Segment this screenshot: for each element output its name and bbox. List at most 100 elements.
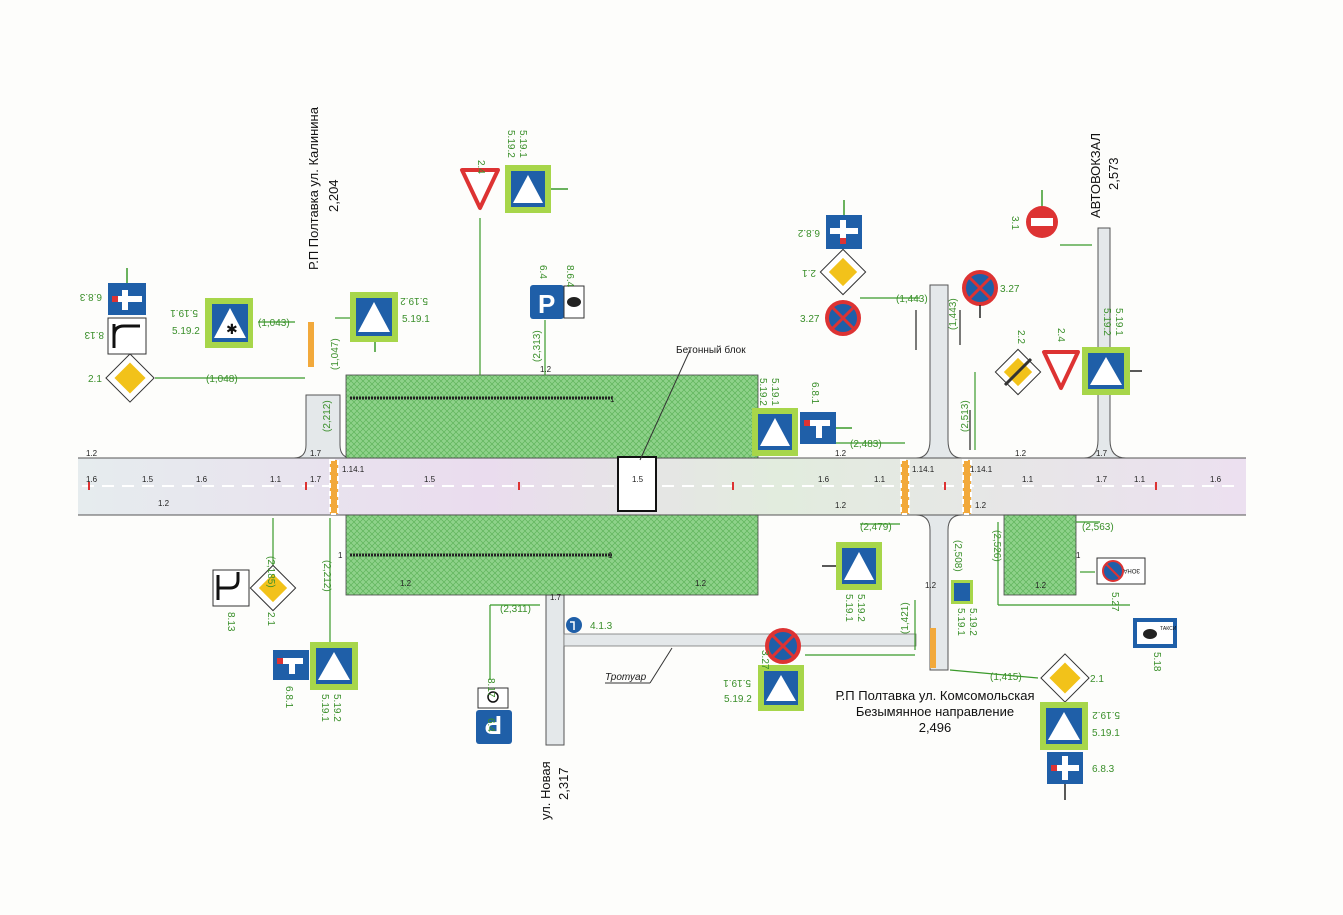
svg-text:1.7: 1.7 [550,593,562,602]
svg-text:1: 1 [610,395,615,404]
svg-text:3.1: 3.1 [1009,216,1020,230]
svg-text:8.13: 8.13 [84,329,104,340]
svg-text:5.19.1: 5.19.1 [1092,728,1120,739]
svg-text:1.5: 1.5 [424,475,436,484]
sign-2-1-southeast [1040,653,1090,703]
svg-text:5.19.1: 5.19.1 [170,307,198,318]
svg-text:1.1: 1.1 [1134,475,1146,484]
svg-text:5.19.2: 5.19.2 [505,130,516,158]
sign-8-13-southwest [212,569,250,607]
concrete-block-leader [639,349,691,461]
crosswalk-east [962,459,972,515]
distance-labels: (1,043) (1,047) (1,048) (2,212) (2,185) … [206,294,1114,683]
svg-text:3.27: 3.27 [800,314,820,325]
svg-text:(2,185): (2,185) [265,556,276,588]
svg-text:2.4: 2.4 [475,160,486,174]
svg-text:1.7: 1.7 [1096,475,1108,484]
sign-6-8-3-west [108,268,146,315]
label-concrete-block: Бетонный блок [676,344,746,356]
svg-text:4.1.3: 4.1.3 [590,621,613,632]
svg-text:1.2: 1.2 [400,579,412,588]
svg-text:8.17: 8.17 [485,678,496,698]
svg-text:(1,421): (1,421) [900,602,911,634]
svg-text:1.1: 1.1 [874,475,886,484]
svg-text:5.18: 5.18 [1151,652,1162,672]
place-novaya-name: ул. Новая [538,761,553,820]
place-kalinina-km: 2,204 [326,179,341,212]
svg-text:5.19.1: 5.19.1 [517,130,528,158]
sign-6-8-1-south [273,650,309,680]
svg-text:1.5: 1.5 [632,475,644,484]
sign-8-17-south [477,687,509,709]
place-kalinina-name: Р.П Полтавка ул. Калинина [306,106,321,270]
svg-text:5.19.2: 5.19.2 [724,694,752,705]
svg-text:3.27: 3.27 [759,650,770,670]
sign-6-4-south: P [476,710,512,744]
svg-text:(2,311): (2,311) [500,604,531,615]
svg-text:1.14.1: 1.14.1 [912,465,935,474]
sign-3-1 [1026,190,1058,238]
sign-4-1-3 [566,617,582,633]
concrete-block [617,456,657,512]
sign-5-19-1-south [310,642,358,690]
svg-text:(2,483): (2,483) [850,439,882,450]
sign-5-19-2-small [951,580,973,604]
svg-text:(2,563): (2,563) [1082,522,1114,533]
svg-text:5.19.1: 5.19.1 [769,378,780,406]
svg-text:6.8.1: 6.8.1 [809,382,820,405]
sign-2-4-east [1042,350,1080,390]
svg-text:5.19.1: 5.19.1 [319,694,330,722]
crosswalk-komsomolskaya [930,628,936,668]
svg-text:1.2: 1.2 [1035,581,1047,590]
svg-text:1.7: 1.7 [1096,449,1108,458]
svg-text:6.8.3: 6.8.3 [79,291,102,302]
place-novaya-km: 2,317 [556,767,571,800]
svg-text:(1,443): (1,443) [896,294,928,305]
sign-5-19-1-kalinina-right [350,292,398,352]
place-komsomolskaya-name: Р.П Полтавка ул. Комсомольская [835,688,1034,703]
svg-text:1.6: 1.6 [818,475,830,484]
svg-text:ЗОНА: ЗОНА [1123,567,1140,573]
road-marking-labels: 1.2 1.6 1.5 1.6 1.1 1.7 1.2 1.7 1.14.1 1… [86,365,1222,602]
sign-2-1-upper [819,248,867,296]
sign-code-labels: 2.1 8.13 6.8.3 5.19.1 5.19.2 5.19.2 5.19… [79,130,1162,775]
svg-text:ТАКСИ: ТАКСИ [1160,626,1177,632]
sign-3-27-south [765,628,801,664]
svg-text:5.19.1: 5.19.1 [402,314,430,325]
svg-text:1.2: 1.2 [695,579,707,588]
svg-text:(2,313): (2,313) [532,330,543,362]
svg-text:(2,212): (2,212) [321,560,332,592]
svg-text:5.19.2: 5.19.2 [172,326,200,337]
svg-text:2.1: 2.1 [1090,674,1104,685]
svg-text:1.2: 1.2 [1015,449,1027,458]
sign-5-18: ТАКСИ [1133,618,1177,648]
svg-text:1.14.1: 1.14.1 [970,465,993,474]
svg-text:(2,526): (2,526) [991,530,1002,562]
crosswalk-kalinina [308,322,314,367]
svg-text:8.6.4: 8.6.4 [564,265,575,288]
komsomolskaya-road-south [915,514,963,671]
svg-text:2.1: 2.1 [802,267,816,278]
sign-2-1-southwest [249,564,297,612]
svg-text:5.19.1: 5.19.1 [723,677,751,688]
label-sidewalk: Тротуар [605,672,647,683]
svg-text:(1,443): (1,443) [948,298,959,330]
sign-6-4-north: P [530,285,585,319]
sign-2-4-north [460,168,500,210]
sidewalk-leader-diag [649,647,673,684]
svg-text:(2,212): (2,212) [322,400,333,432]
green-area-east [1003,514,1077,596]
svg-text:6.4: 6.4 [537,265,548,279]
sign-5-19-2-south-center [822,542,882,590]
sign-3-27-upper-left [825,300,861,336]
crosswalk-mid [900,459,910,515]
svg-text:5.19.1: 5.19.1 [955,608,966,636]
sign-6-8-2-upper [826,200,862,249]
svg-text:1.6: 1.6 [86,475,98,484]
sign-6-8-3-southeast [1047,752,1083,800]
place-komsomolskaya-km: 2,496 [919,720,952,735]
svg-text:1.1: 1.1 [1022,475,1034,484]
svg-text:5.19.2: 5.19.2 [757,378,768,406]
svg-text:(1,415): (1,415) [990,672,1022,683]
